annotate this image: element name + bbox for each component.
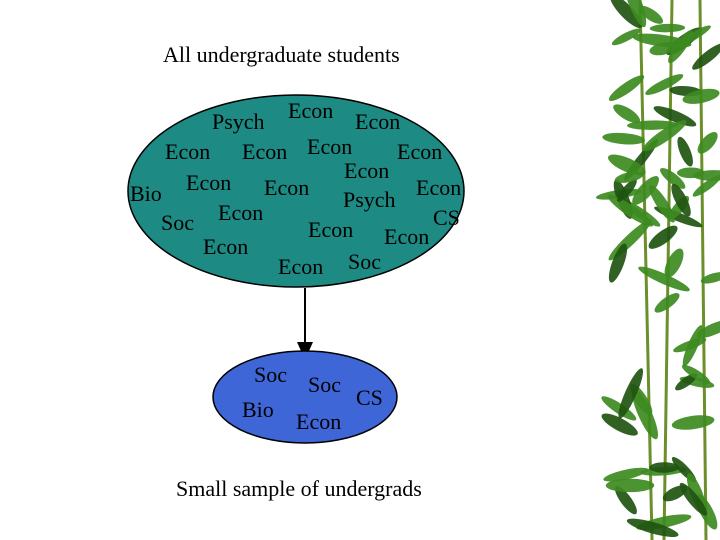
bamboo-leaf [676, 25, 711, 47]
bamboo-leaf [632, 176, 660, 205]
bamboo-leaf [677, 136, 693, 167]
bamboo-leaf [671, 415, 715, 430]
bamboo-leaf [638, 266, 690, 292]
bamboo-leaf [649, 23, 686, 33]
bamboo-leaf [639, 5, 664, 24]
population-word: Econ [355, 109, 401, 134]
sample-word: CS [356, 385, 383, 410]
bamboo-leaf [618, 368, 644, 419]
population-word: Econ [397, 139, 443, 164]
population-word: Psych [212, 109, 265, 134]
bamboo-leaf [614, 486, 637, 515]
bamboo-leaf [648, 225, 678, 249]
bamboo-leaf [608, 243, 628, 283]
population-word: Econ [186, 170, 232, 195]
sample-word: Soc [308, 372, 341, 397]
bamboo-leaf [602, 132, 646, 145]
bamboo-leaf [626, 518, 679, 537]
population-word: Econ [384, 224, 430, 249]
bamboo-leaf [692, 43, 720, 70]
population-word: Econ [218, 200, 264, 225]
bamboo-leaf [648, 184, 675, 223]
bamboo-leaf [610, 0, 643, 28]
population-word: Bio [130, 181, 162, 206]
bamboo-leaf [649, 462, 679, 473]
bamboo-leaf [614, 171, 644, 183]
bamboo-leaf [673, 338, 707, 353]
bamboo-leaf [696, 319, 720, 338]
bamboo-leaf [603, 467, 649, 482]
bamboo-leaf [671, 183, 691, 217]
population-word: CS [433, 205, 460, 230]
bamboo-leaf [608, 154, 646, 176]
bamboo-leaf [679, 482, 708, 516]
bamboo-leaf [664, 248, 684, 278]
bamboo-border [595, 0, 720, 540]
sample-word: Econ [296, 409, 342, 434]
population-word: Soc [348, 249, 381, 274]
population-ellipse [127, 94, 465, 288]
bamboo-leaf [613, 104, 640, 124]
bamboo-leaf [611, 28, 641, 46]
caption: Small sample of undergrads [176, 476, 422, 501]
bamboo-leaf [662, 485, 688, 502]
population-word: Econ [307, 134, 353, 159]
population-word: Econ [308, 217, 354, 242]
bamboo-leaf [654, 293, 680, 313]
bamboo-leaf [692, 175, 720, 197]
bamboo-leaf [645, 74, 684, 95]
population-word: Soc [161, 210, 194, 235]
bamboo-leaf [623, 0, 647, 28]
bamboo-leaf [681, 364, 711, 384]
bamboo-leaf [682, 88, 720, 104]
bamboo-leaf [601, 413, 638, 436]
bamboo-leaf [700, 272, 720, 284]
population-word: Econ [278, 254, 324, 279]
population-word: Econ [344, 158, 390, 183]
bamboo-leaf [601, 396, 637, 421]
bamboo-leaf [675, 373, 698, 391]
bamboo-leaf [642, 120, 687, 152]
sample-word: Bio [242, 397, 274, 422]
population-word: Econ [416, 175, 462, 200]
bamboo-leaf [617, 179, 637, 202]
population-word: Psych [343, 187, 396, 212]
population-word: Econ [242, 139, 288, 164]
sample-word: Soc [254, 362, 287, 387]
bamboo-leaf [607, 194, 654, 227]
population-word: Econ [203, 234, 249, 259]
bamboo-leaf [697, 131, 718, 154]
bamboo-leaf [632, 33, 692, 48]
sample-ellipse [212, 350, 398, 444]
population-word: Econ [165, 139, 211, 164]
bamboo-leaf [660, 167, 686, 189]
population-word: Econ [264, 175, 310, 200]
page-title: All undergraduate students [163, 42, 400, 67]
bamboo-leaf [605, 478, 655, 493]
population-word: Econ [288, 98, 334, 123]
bamboo-leaf [627, 120, 678, 130]
bamboo-leaf [676, 167, 704, 179]
bamboo-leaf [608, 75, 645, 101]
